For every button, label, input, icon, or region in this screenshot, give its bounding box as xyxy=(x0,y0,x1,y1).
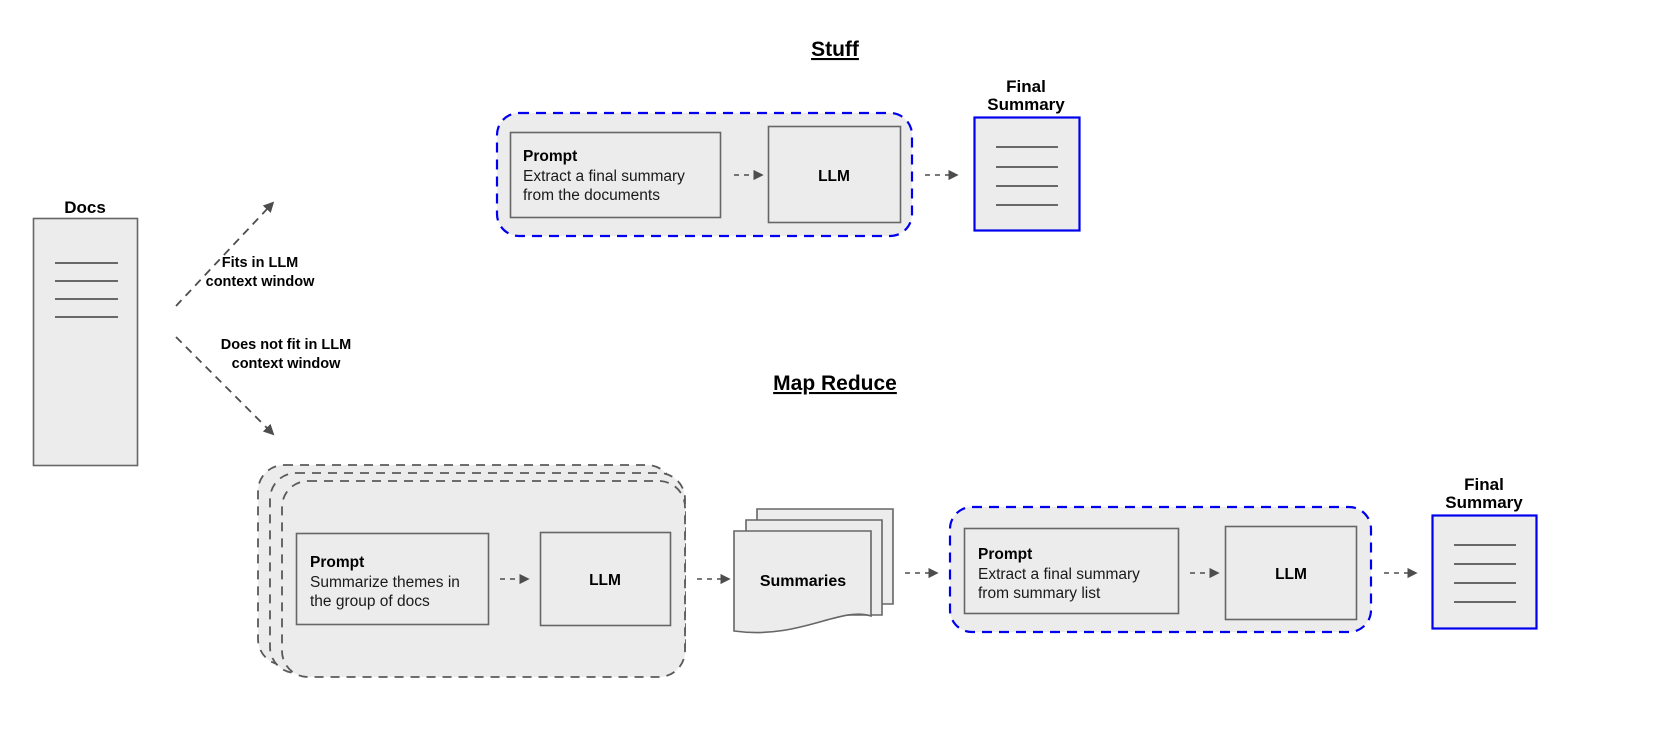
docs-group: Docs xyxy=(32,198,139,467)
mr-final-summary-label-line2: Summary xyxy=(1445,493,1523,512)
stuff-prompt-title: Prompt xyxy=(523,148,577,165)
summaries-sheet-front xyxy=(733,530,872,634)
branch-arrow-does-not-fit: Does not fit in LLM context window xyxy=(175,336,351,436)
reduce-prompt-title: Prompt xyxy=(978,546,1032,563)
summaries-stack: Summaries xyxy=(733,508,894,634)
reduce-llm-label: LLM xyxy=(1275,566,1307,583)
reduce-prompt-line1: Extract a final summary xyxy=(978,566,1140,583)
stuff-prompt-line1: Extract a final summary xyxy=(523,168,685,185)
stuff-prompt-box: Prompt Extract a final summary from the … xyxy=(509,131,722,219)
edge-label-nofit-line1: Does not fit in LLM xyxy=(221,337,351,353)
stuff-final-summary: Final Summary xyxy=(973,77,1081,232)
map-reduce-title: Map Reduce xyxy=(773,372,897,395)
stuff-final-summary-text-lines xyxy=(996,146,1058,206)
stuff-section: Stuff Prompt Extract a final summary fro… xyxy=(495,38,1081,238)
mr-final-summary-text-lines xyxy=(1454,544,1516,603)
stuff-prompt-line2: from the documents xyxy=(523,187,660,204)
map-prompt-box: Prompt Summarize themes in the group of … xyxy=(295,532,490,626)
stuff-final-summary-box xyxy=(973,116,1081,232)
edge-label-fits-line2: context window xyxy=(206,274,315,290)
mr-final-summary-box xyxy=(1431,514,1538,630)
docs-box xyxy=(32,217,139,467)
reduce-prompt-line2: from summary list xyxy=(978,585,1101,602)
docs-label: Docs xyxy=(64,198,106,217)
edge-label-nofit-line2: context window xyxy=(232,356,341,372)
stuff-final-summary-label-line1: Final xyxy=(1006,77,1046,96)
reduce-prompt-box: Prompt Extract a final summary from summ… xyxy=(963,527,1180,615)
stuff-llm-box: LLM xyxy=(767,125,902,224)
docs-text-lines xyxy=(55,262,118,318)
map-prompt-title: Prompt xyxy=(310,554,364,571)
map-reduce-section: Map Reduce Prompt Summarize themes in th… xyxy=(257,372,1538,678)
stuff-title: Stuff xyxy=(811,38,860,61)
stuff-llm-label: LLM xyxy=(818,168,850,185)
reduce-llm-box: LLM xyxy=(1224,525,1358,621)
map-llm-box: LLM xyxy=(539,531,672,627)
summaries-label: Summaries xyxy=(760,573,846,590)
map-prompt-line1: Summarize themes in xyxy=(310,574,460,591)
map-reduce-final-summary: Final Summary xyxy=(1431,475,1538,630)
branch-arrow-fits: Fits in LLM context window xyxy=(175,201,315,307)
map-prompt-line2: the group of docs xyxy=(310,593,430,610)
stuff-final-summary-label-line2: Summary xyxy=(987,95,1065,114)
mr-final-summary-label-line1: Final xyxy=(1464,475,1504,494)
edge-label-fits-line1: Fits in LLM xyxy=(222,255,299,271)
map-llm-label: LLM xyxy=(589,572,621,589)
